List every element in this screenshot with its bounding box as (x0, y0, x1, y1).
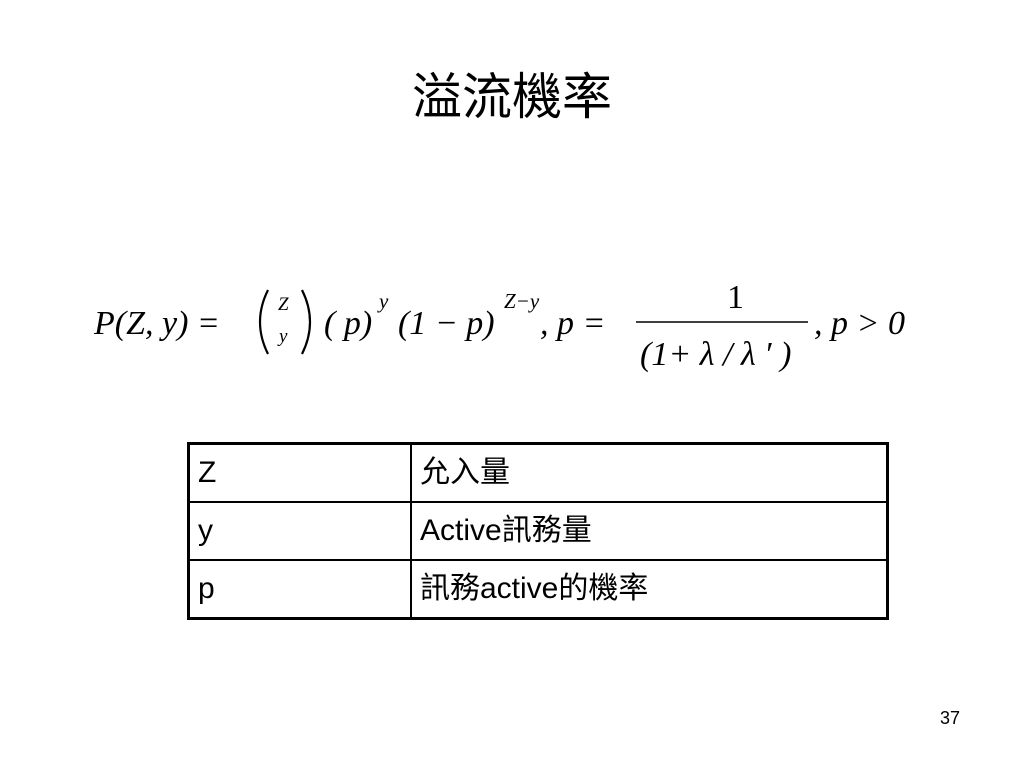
table-row: p 訊務active的機率 (187, 559, 889, 620)
definitions-table: Z 允入量 y Active訊務量 p 訊務active的機率 (187, 442, 889, 620)
page-number: 37 (939, 708, 961, 728)
table-row: y Active訊務量 (187, 501, 889, 561)
symbol-cell: p (187, 559, 412, 620)
binom-right-paren (301, 289, 312, 355)
formula-exp-z-minus-y: Z−y (504, 289, 540, 313)
table-row: Z 允入量 (187, 442, 889, 503)
probability-formula: P(Z, y) = Z y ( p) y (1 − p) Z−y , p = 1… (88, 268, 948, 378)
formula-p-equals: , p = (540, 305, 605, 342)
binom-top: Z (278, 294, 289, 315)
formula-svg: P(Z, y) = Z y ( p) y (1 − p) Z−y , p = 1… (93, 279, 905, 373)
binom-bottom: y (277, 326, 288, 347)
symbol-cell: Z (187, 442, 412, 503)
formula-term-one-minus-p: (1 − p) (398, 305, 495, 342)
formula-lhs: P(Z, y) = (93, 305, 220, 342)
meaning-cell: 允入量 (410, 442, 889, 503)
meaning-cell: Active訊務量 (410, 501, 889, 561)
fraction-denominator: (1+ λ / λ ′ ) (640, 336, 791, 373)
formula-term-p: ( p) (324, 305, 372, 342)
meaning-cell: 訊務active的機率 (410, 559, 889, 620)
fraction-numerator: 1 (727, 279, 744, 316)
symbol-cell: y (187, 501, 412, 561)
formula-exp-y: y (377, 289, 389, 313)
binom-left-paren (258, 289, 269, 355)
formula-condition: , p > 0 (814, 305, 905, 342)
slide-title: 溢流機率 (412, 68, 612, 126)
